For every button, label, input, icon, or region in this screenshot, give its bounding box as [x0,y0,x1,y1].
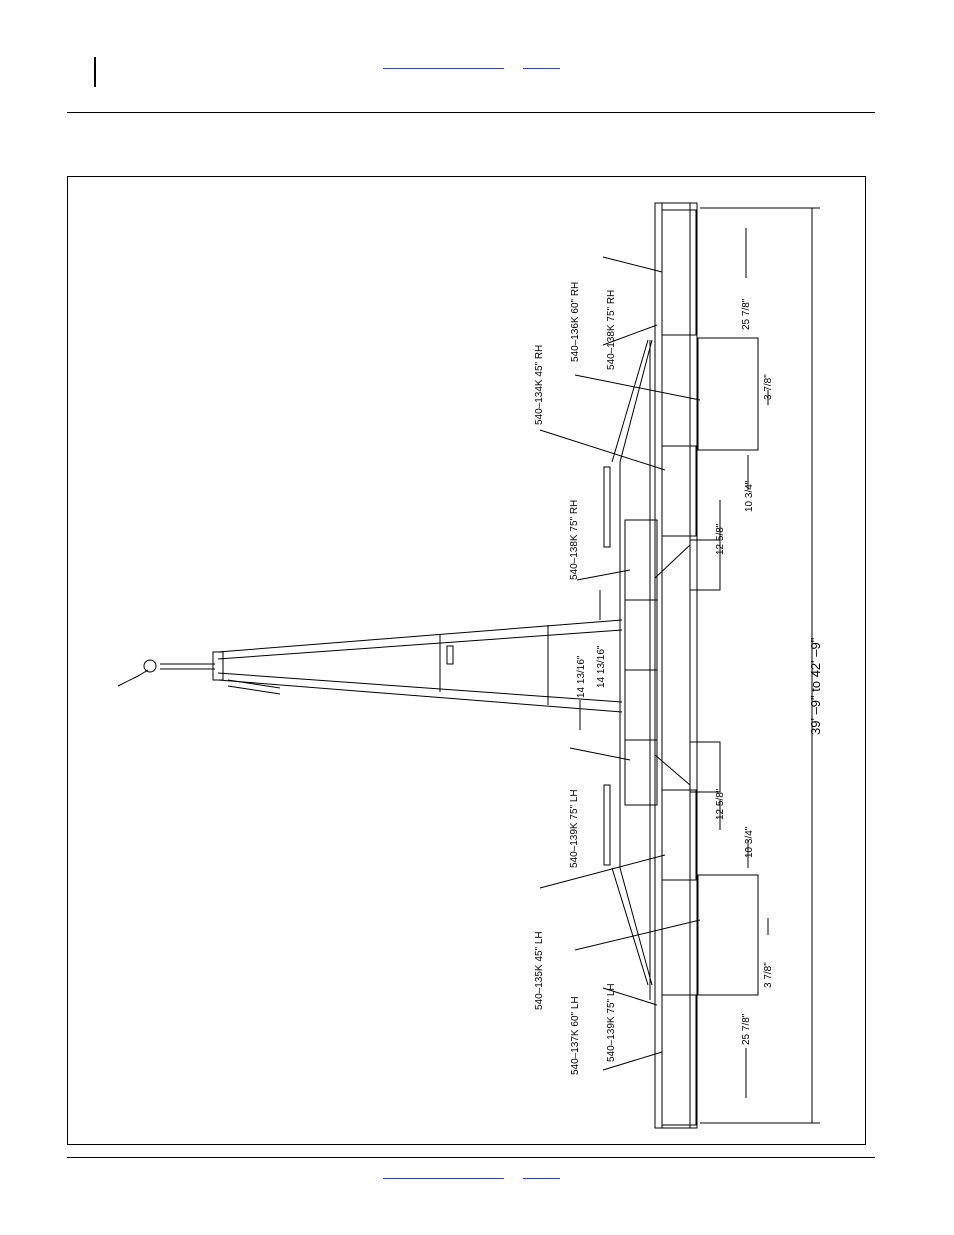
dim-center-a: 14 13/16" [576,655,587,698]
row-unit [698,338,758,450]
label-lh-45: 540–135K 45" LH [534,931,545,1010]
dim-bot-25-7-8: 25 7/8" [741,1013,752,1045]
label-rh-60: 540–136K 60" RH [570,282,581,362]
dim-top-10-3-4: 10 3/4" [744,480,755,512]
row-unit [625,600,657,670]
row-unit [625,670,657,740]
label-lh-75-outer: 540–139K 75" LH [606,983,617,1062]
footer-rule [67,1157,875,1158]
dim-top-12-5-8: 12 5/8" [715,523,726,555]
row-unit [662,446,696,536]
row-unit [662,995,696,1125]
dim-top-25-7-8: 25 7/8" [741,298,752,330]
label-lh-60: 540–137K 60" LH [570,996,581,1075]
row-unit [662,210,696,335]
label-rh-75-inner: 540–138K 75" RH [569,500,580,580]
frame-outline [655,203,697,1128]
row-unit [625,740,657,805]
dim-bot-3-7-8: 3 7/8" [763,962,774,988]
dim-bot-10-3-4: 10 3/4" [744,826,755,858]
row-unit [698,875,758,995]
dim-top-3-7-8: 3 7/8" [763,374,774,400]
label-rh-45: 540–134K 45" RH [534,345,545,425]
label-lh-75-inner: 540–139K 75" LH [569,789,580,868]
row-unit [625,520,657,600]
dim-bot-12-5-8: 12 5/8" [715,788,726,820]
footer-link-1[interactable] [383,1178,504,1179]
dim-center-b: 14 13/16" [596,645,607,688]
label-rh-75-outer: 540–138K 75" RH [606,290,617,370]
row-unit [662,790,696,880]
dim-overall-width: 39' –9" to 42' –9" [808,637,823,735]
footer-link-2[interactable] [523,1178,560,1179]
